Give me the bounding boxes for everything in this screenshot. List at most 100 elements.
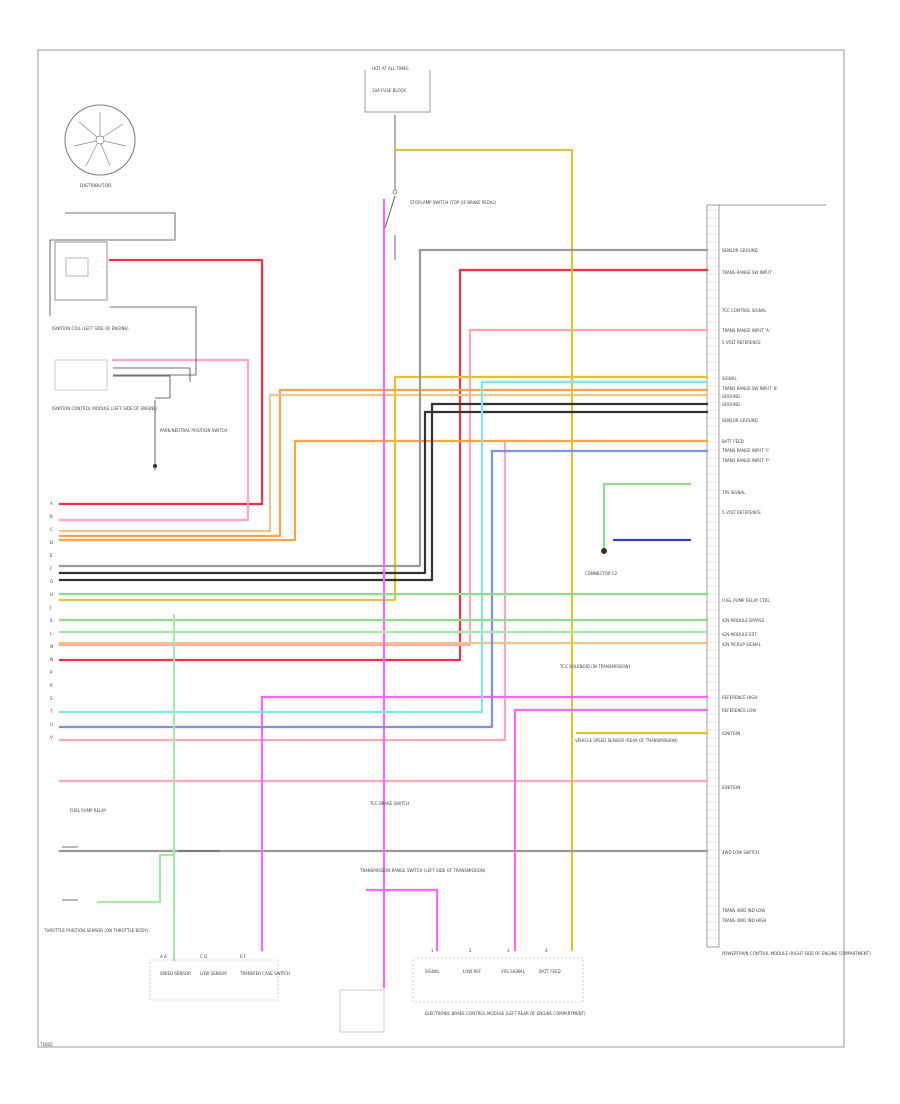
pcm-pin-label: TRANS 4WD IND LOW	[721, 908, 765, 913]
vss-label: VEHICLE SPEED SENSOR (REAR OF TRANSMISSI…	[575, 738, 678, 743]
pcm-pin-label: TRANS RANGE INPUT 'C'	[721, 448, 770, 453]
left-pin-letter: R	[50, 683, 53, 688]
fuel-pump-relay: FUEL PUMP RELAY	[62, 808, 107, 901]
bottom-component-pins: C D	[200, 954, 207, 959]
pcm-label: POWERTRAIN CONTROL MODULE (RIGHT SIDE OF…	[722, 951, 871, 956]
pcm-pin-label: SENSOR GROUND	[722, 248, 758, 253]
wire-lightgreen-relay	[96, 853, 176, 904]
ignition-coil-label: IGNITION COIL (LEFT SIDE OF ENGINE)	[52, 326, 129, 331]
wire-pink-trsb	[58, 439, 507, 742]
left-pin-letter: V	[50, 735, 53, 740]
footer-code: T5002	[39, 1042, 53, 1047]
pcm-pin-label: REFERENCE HIGH	[722, 695, 757, 700]
wire-yellow-battfeed	[393, 148, 574, 952]
fuse-block: HOT AT ALL TIMES 10A FUSE BLOCK	[364, 66, 431, 113]
wire-magenta-ref-low	[513, 708, 709, 952]
pcm-pin-label: IGNITION	[722, 785, 740, 790]
bottom-component-label: SPEED SENSOR	[160, 971, 191, 976]
wire-orange-trsb	[58, 388, 709, 538]
pcm-pin-label: GROUND	[722, 394, 740, 399]
hot-label: HOT AT ALL TIMES	[372, 66, 409, 71]
connector-c2-label: CONNECTOR C2	[585, 571, 618, 576]
pcm-pin-label: GROUND	[722, 402, 740, 407]
pcm-pin-label: 4WD LOW SWITCH	[722, 850, 759, 855]
fuse-label: 10A FUSE BLOCK	[372, 88, 406, 93]
pcm-pin-label: IGNITION	[722, 731, 740, 736]
wire-orange-batt	[58, 439, 709, 542]
wires	[58, 148, 709, 989]
pcm-pin-label: TPS SIGNAL	[721, 490, 746, 495]
throttle-position-sensor: THROTTLE POSITION SENSOR (ON THROTTLE BO…	[43, 928, 149, 933]
wire-gray-sensorgnd	[58, 248, 709, 568]
pcm-pin-label: BATT FEED	[722, 439, 744, 444]
ebcm-pin-label: SIGNAL	[425, 969, 441, 974]
pcm-pin-label: TRANS 4WD IND HIGH	[721, 918, 766, 923]
ebcm-pin-number: 2	[469, 948, 472, 953]
wire-black-ground2	[58, 410, 709, 575]
tcc-solenoid-label: TCC SOLENOID (IN TRANSMISSION)	[559, 664, 631, 669]
ebcm-pin-number: 4	[545, 948, 548, 953]
left-pin-letter: L	[50, 631, 53, 636]
wire-blue-trs	[58, 449, 709, 729]
pcm-pin-label: IGN MODULE EST	[722, 632, 757, 637]
ignition-control-module: IGNITION CONTROL MODULE (LEFT SIDE OF EN…	[52, 359, 158, 411]
left-pin-letter: M	[50, 644, 54, 649]
bottom-component-label: TRANSFER CASE SWITCH	[239, 971, 290, 976]
left-pin-letter: T	[49, 709, 53, 714]
vss: VEHICLE SPEED SENSOR (REAR OF TRANSMISSI…	[575, 738, 678, 743]
ebcm-pin-number: 3	[507, 948, 510, 953]
wire-pink-module	[58, 358, 250, 522]
left-pin-letter: D	[50, 540, 53, 545]
wire-pink-trs-a	[58, 328, 709, 647]
pcm-pin-label: TRANS RANGE SW INPUT 'B'	[721, 386, 778, 391]
left-pin-letter: A	[50, 501, 53, 506]
bottom-component-pins: A B	[160, 954, 167, 959]
wire-red-coil	[58, 258, 264, 506]
wire-black-est	[113, 367, 191, 382]
left-pin-letter: F	[50, 566, 53, 571]
left-pin-letter: U	[50, 722, 53, 727]
pcm-pin-label: SENSOR GROUND	[722, 418, 758, 423]
wire-tan-signal	[58, 393, 709, 533]
tcc-solenoid: TCC SOLENOID (IN TRANSMISSION)	[559, 664, 631, 669]
pcm-pin-label: TRANS RANGE INPUT 'A'	[721, 328, 770, 333]
park-neutral-label: PARK/NEUTRAL POSITION SWITCH	[160, 428, 227, 433]
distributor-label: DISTRIBUTOR	[80, 183, 112, 189]
left-pin-letter: J	[49, 605, 51, 610]
wire-black-bypass	[110, 306, 197, 376]
left-pin-letter: K	[50, 618, 53, 623]
pcm-pin-label: IGN PICKUP SIGNAL	[722, 642, 762, 647]
vss-block: TCC BRAKE SWITCH TRANSMISSION RANGE SWIT…	[359, 801, 486, 873]
pcm-pin-label: TRANS RANGE INPUT 'P'	[721, 458, 770, 463]
wire-black-ground1	[58, 402, 709, 582]
ignition-coil: IGNITION COIL (LEFT SIDE OF ENGINE)	[49, 212, 176, 331]
park-neutral-switch: PARK/NEUTRAL POSITION SWITCH	[153, 400, 227, 470]
left-pin-letter: B	[50, 514, 53, 519]
left-pin-letter: P	[50, 670, 53, 675]
left-pin-letter: H	[50, 592, 53, 597]
wire-red-trs	[58, 268, 709, 662]
left-pin-letter: G	[50, 579, 53, 584]
tcc-brake-label: TCC BRAKE SWITCH	[369, 801, 409, 806]
connector-c2: CONNECTOR C2	[585, 548, 618, 576]
fuel-pump-label: FUEL PUMP RELAY	[70, 808, 107, 813]
pcm-pin-label: 5 VOLT REFERENCE	[722, 510, 761, 515]
stoplamp-switch: STOPLAMP SWITCH (TOP OF BRAKE PEDAL)	[384, 115, 497, 260]
wire-black-ref	[113, 375, 171, 399]
wire-magenta-ref-high	[260, 695, 709, 952]
pcm-pin-label: SIGNAL	[722, 376, 738, 381]
wire-magenta-trs	[365, 888, 439, 952]
bottom-component-pins: E F	[240, 954, 247, 959]
ebcm-pin-number: 1	[431, 948, 434, 953]
left-pin-letter: E	[50, 553, 53, 558]
wire-green-tps	[602, 482, 692, 550]
distributor: DISTRIBUTOR	[64, 104, 136, 189]
left-pin-letter: C	[50, 527, 53, 532]
pcm-pin-label: TRANS RANGE SW INPUT	[721, 270, 772, 275]
wire-yellow-signal	[58, 375, 709, 602]
